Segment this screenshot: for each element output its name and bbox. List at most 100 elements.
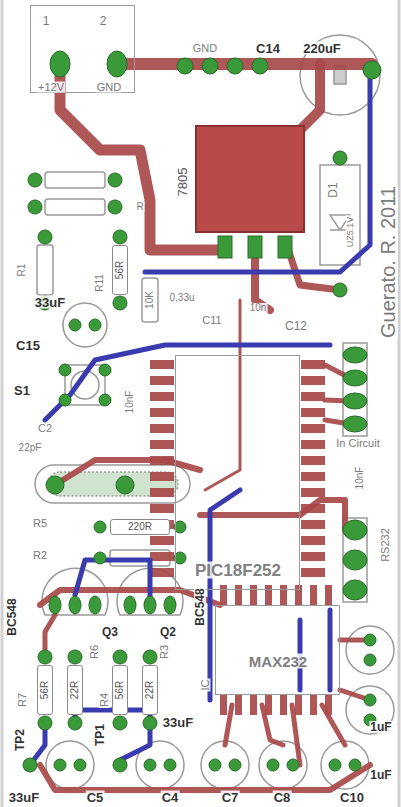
silkscreen-label: 10K: [145, 290, 155, 310]
silkscreen-label: R4: [99, 692, 110, 708]
solder-pad: [287, 759, 299, 771]
silkscreen-label: R6: [89, 644, 100, 660]
silkscreen-outline: [45, 199, 105, 215]
component-pin: [220, 585, 340, 605]
solder-pad: [113, 650, 127, 664]
silkscreen-label: TP2: [14, 728, 26, 752]
solder-pad: [343, 520, 367, 540]
copper-trace-bottom: [75, 710, 150, 760]
terminal-block: 12+12VGND: [30, 5, 135, 93]
solder-pad: [343, 416, 367, 432]
solder-pad: [218, 236, 232, 258]
silkscreen-label: BC548: [6, 597, 18, 636]
silkscreen-outline: [343, 343, 367, 436]
solder-pad: [59, 394, 71, 406]
solder-pad: [349, 759, 361, 771]
component-pin: [162, 360, 340, 705]
solder-pad: [363, 61, 381, 79]
silkscreen-label: R11: [95, 273, 105, 293]
silkscreen-label: IC: [200, 679, 211, 692]
solder-pad: [252, 58, 268, 74]
resistor-symbol: 220R: [110, 519, 170, 535]
solder-pad: [69, 596, 81, 614]
silkscreen-label: R5: [32, 518, 48, 529]
silkscreen-label: C4: [161, 791, 180, 804]
solder-pad: [202, 58, 218, 74]
solder-pad: [23, 51, 381, 772]
solder-pad: [28, 173, 42, 187]
solder-pad: [49, 596, 61, 614]
part-name: PIC18F252: [194, 562, 282, 579]
solder-pad: [94, 521, 106, 533]
solder-pad: [144, 596, 156, 614]
solder-pad: [278, 236, 292, 258]
solder-pad: [108, 200, 122, 214]
silkscreen-outline: [37, 245, 53, 295]
silkscreen-label: Q2: [159, 626, 177, 638]
silkscreen-label: S1: [13, 384, 31, 397]
component-pin: [301, 360, 325, 584]
copper-trace-top: [205, 300, 240, 490]
solder-pad: [94, 552, 106, 564]
solder-pad: [364, 654, 376, 666]
solder-pad: [108, 173, 122, 187]
silkscreen-label: 22pF: [18, 443, 43, 453]
copper-trace-bottom: [45, 345, 330, 420]
regulator-body: 7805: [195, 125, 305, 233]
solder-pad: [50, 51, 70, 77]
copper-trace-top: [300, 64, 320, 130]
solder-pad: [177, 58, 193, 74]
solder-pad: [38, 650, 52, 664]
pin-label: 1: [42, 15, 51, 27]
silkscreen-label: C11: [201, 315, 222, 326]
part-name: MAX232: [248, 654, 308, 669]
copper-trace-bottom: [328, 610, 333, 690]
silkscreen-outline: [63, 303, 107, 347]
silkscreen-label: 0,33u: [168, 293, 195, 303]
silkscreen-label: R1: [17, 263, 27, 278]
solder-pad: [143, 650, 157, 664]
solder-pad: [89, 319, 101, 331]
silkscreen-label: 1uF: [369, 769, 392, 781]
pin-label: 2: [99, 15, 108, 27]
solder-pad: [54, 759, 66, 771]
silkscreen-label: D1: [327, 181, 339, 198]
solder-pad: [46, 476, 64, 494]
silkscreen-label: In Circuit: [335, 438, 380, 449]
solder-pad: [364, 694, 376, 706]
solder-pad: [229, 759, 241, 771]
solder-pad: [99, 394, 111, 406]
silkscreen-label: Q3: [101, 626, 119, 638]
solder-pad: [227, 58, 243, 74]
solder-pad: [69, 319, 81, 331]
solder-pad: [124, 596, 136, 614]
copper-trace-bottom: [75, 560, 150, 600]
silkscreen-label: 33uF: [8, 791, 40, 804]
silkscreen-label: TP1: [94, 723, 106, 747]
silkscreen-label: C15: [15, 339, 41, 352]
solder-pad: [343, 370, 367, 386]
resistor-value: 220R: [127, 522, 153, 532]
solder-pad: [364, 634, 376, 646]
pin-label: +12V: [37, 82, 65, 93]
resistor-symbol: 22R: [142, 665, 158, 715]
silkscreen-label: 220uF: [302, 42, 342, 55]
copper-trace-top: [340, 640, 370, 700]
silkscreen-label: BC548: [194, 587, 206, 626]
board-edge: [398, 0, 401, 807]
silkscreen-label: C14: [255, 42, 281, 55]
solder-pad: [28, 200, 42, 214]
solder-pad: [38, 230, 52, 244]
component-pin: [150, 360, 174, 584]
silkscreen-outline: [346, 626, 394, 674]
silkscreen-outline: [142, 278, 158, 322]
resistor-symbol: 56R: [112, 245, 128, 295]
solder-pad: [113, 296, 127, 310]
silkscreen-label: C8: [273, 791, 292, 804]
mcu-outline: PIC18F252: [175, 355, 300, 590]
resistor-symbol: 56R: [37, 665, 53, 715]
silkscreen-label: C10: [339, 791, 365, 804]
solder-pad: [164, 759, 176, 771]
silkscreen-outline: [320, 165, 360, 265]
